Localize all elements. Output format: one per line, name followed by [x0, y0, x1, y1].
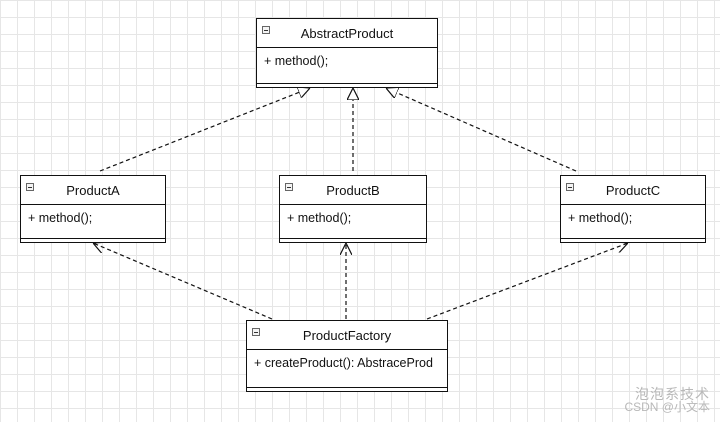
class-footer-divider: [21, 238, 165, 239]
realization-c-to-abstract: [386, 88, 577, 172]
class-name: ProductFactory: [302, 327, 392, 343]
watermark: 泡泡系技术 CSDN @小文本: [624, 386, 710, 414]
collapse-icon[interactable]: [285, 183, 293, 191]
dependency-factory-to-a: [93, 243, 273, 320]
class-header: ProductFactory: [247, 321, 447, 350]
product-a-class[interactable]: ProductA + method();: [20, 175, 166, 243]
class-name: ProductA: [66, 182, 120, 198]
class-header: ProductC: [561, 176, 705, 205]
watermark-line1: 泡泡系技术: [635, 386, 710, 402]
class-header: ProductA: [21, 176, 165, 205]
watermark-line2: CSDN @小文本: [624, 400, 710, 414]
dependency-factory-to-c: [426, 243, 628, 320]
product-c-class[interactable]: ProductC + method();: [560, 175, 706, 243]
collapse-icon[interactable]: [262, 26, 270, 34]
class-method: + method();: [28, 211, 93, 225]
class-name: ProductC: [605, 182, 661, 198]
realization-a-to-abstract: [99, 88, 310, 172]
class-footer-divider: [561, 238, 705, 239]
class-name: AbstractProduct: [300, 25, 394, 41]
class-method: + method();: [287, 211, 352, 225]
collapse-icon[interactable]: [566, 183, 574, 191]
class-footer-divider: [257, 83, 437, 84]
class-name: ProductB: [326, 182, 380, 198]
class-method: + method();: [568, 211, 633, 225]
class-footer-divider: [247, 387, 447, 388]
class-header: ProductB: [280, 176, 426, 205]
class-footer-divider: [280, 238, 426, 239]
product-b-class[interactable]: ProductB + method();: [279, 175, 427, 243]
product-factory-class[interactable]: ProductFactory + createProduct(): Abstra…: [246, 320, 448, 392]
abstract-product-class[interactable]: AbstractProduct + method();: [256, 18, 438, 88]
class-header: AbstractProduct: [257, 19, 437, 48]
class-method: + method();: [264, 54, 329, 68]
collapse-icon[interactable]: [252, 328, 260, 336]
class-method: + createProduct(): AbstraceProd: [254, 356, 433, 370]
collapse-icon[interactable]: [26, 183, 34, 191]
